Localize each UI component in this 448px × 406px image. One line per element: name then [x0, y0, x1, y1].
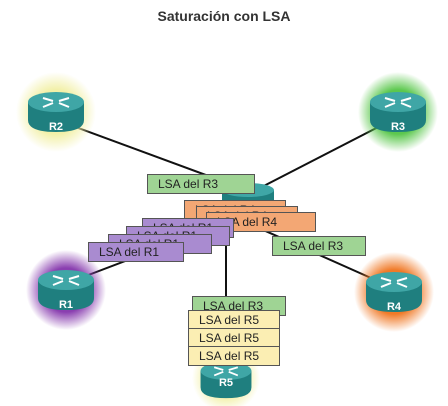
lsa-packet-r5-2: LSA del R5: [188, 328, 280, 348]
router-r1: R1: [26, 250, 106, 330]
router-r3-label: R3: [391, 121, 405, 133]
lsa-packet-r3-top: LSA del R3: [147, 174, 255, 194]
lsa-packet-r3-right: LSA del R3: [272, 236, 366, 256]
router-r1-label: R1: [59, 299, 73, 311]
router-r2: R2: [16, 72, 96, 152]
lsa-packet-r5-1: LSA del R5: [188, 310, 280, 330]
diagram-title: Saturación con LSA: [157, 8, 291, 24]
lsa-packet-r5-3: LSA del R5: [188, 346, 280, 366]
router-r5-label: R5: [219, 377, 233, 389]
router-r3: R3: [358, 72, 438, 152]
router-r4: R4: [354, 252, 434, 332]
router-r2-label: R2: [49, 121, 63, 133]
router-r4-label: R4: [387, 301, 402, 313]
lsa-packet-r1-front: LSA del R1: [88, 242, 184, 262]
